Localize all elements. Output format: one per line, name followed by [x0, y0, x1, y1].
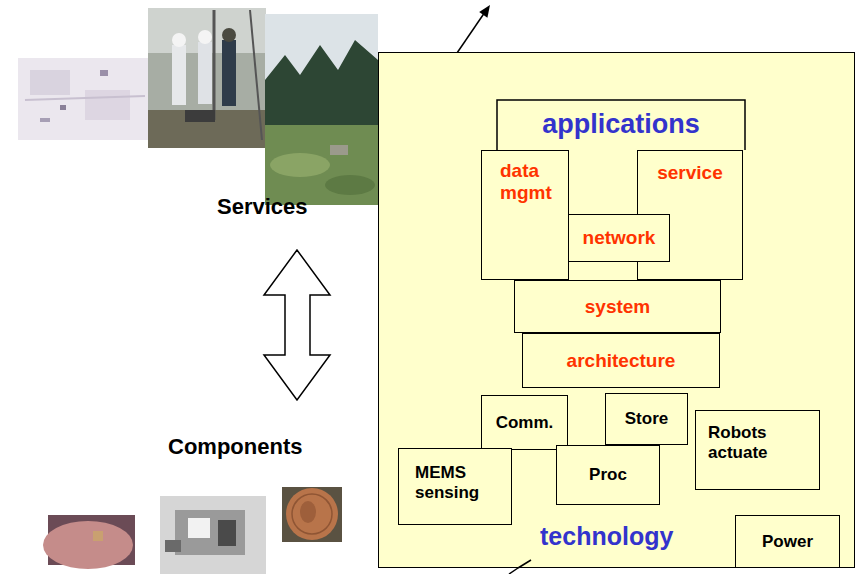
layer-box: architecture	[522, 333, 720, 388]
device-photo	[160, 496, 266, 574]
box-label: service	[642, 162, 738, 184]
component-box: Robots actuate	[695, 410, 820, 490]
component-box: Store	[605, 393, 688, 445]
component-box: MEMS sensing	[398, 448, 512, 525]
outgoing-arrow	[457, 5, 490, 53]
box-label: data mgmt	[500, 160, 564, 204]
penny-photo	[282, 487, 342, 542]
box-label: applications	[501, 109, 741, 140]
layer-box: data mgmt	[481, 150, 569, 280]
double-arrow	[264, 250, 330, 400]
component-box: Proc	[556, 445, 660, 505]
section-label: Components	[168, 434, 302, 460]
box-label: MEMS sensing	[415, 463, 505, 502]
landscape-photo	[265, 14, 378, 205]
component-box: Power	[735, 515, 840, 568]
chip-on-finger-photo	[43, 515, 135, 569]
layer-box: network	[568, 214, 670, 262]
panel-title: technology	[540, 522, 673, 551]
box-label: Power	[740, 532, 835, 552]
section-label: Services	[217, 194, 308, 220]
component-box: Comm.	[481, 395, 568, 450]
box-label: Store	[610, 409, 683, 429]
box-label: Robots actuate	[708, 423, 813, 462]
box-label: architecture	[527, 350, 715, 372]
map-photo	[18, 58, 150, 140]
bracket-outline	[497, 100, 745, 150]
leader-line	[509, 568, 518, 574]
field-work-photo	[148, 8, 266, 148]
box-label: system	[519, 296, 716, 318]
box-label: Proc	[561, 465, 655, 485]
box-label: Comm.	[486, 413, 563, 433]
applications-bracket: applications	[497, 100, 745, 150]
leader-line	[518, 560, 531, 568]
layer-box: system	[514, 280, 721, 333]
box-label: network	[573, 227, 665, 249]
technology-panel: technology applications data mgmt service ne…	[378, 52, 855, 568]
